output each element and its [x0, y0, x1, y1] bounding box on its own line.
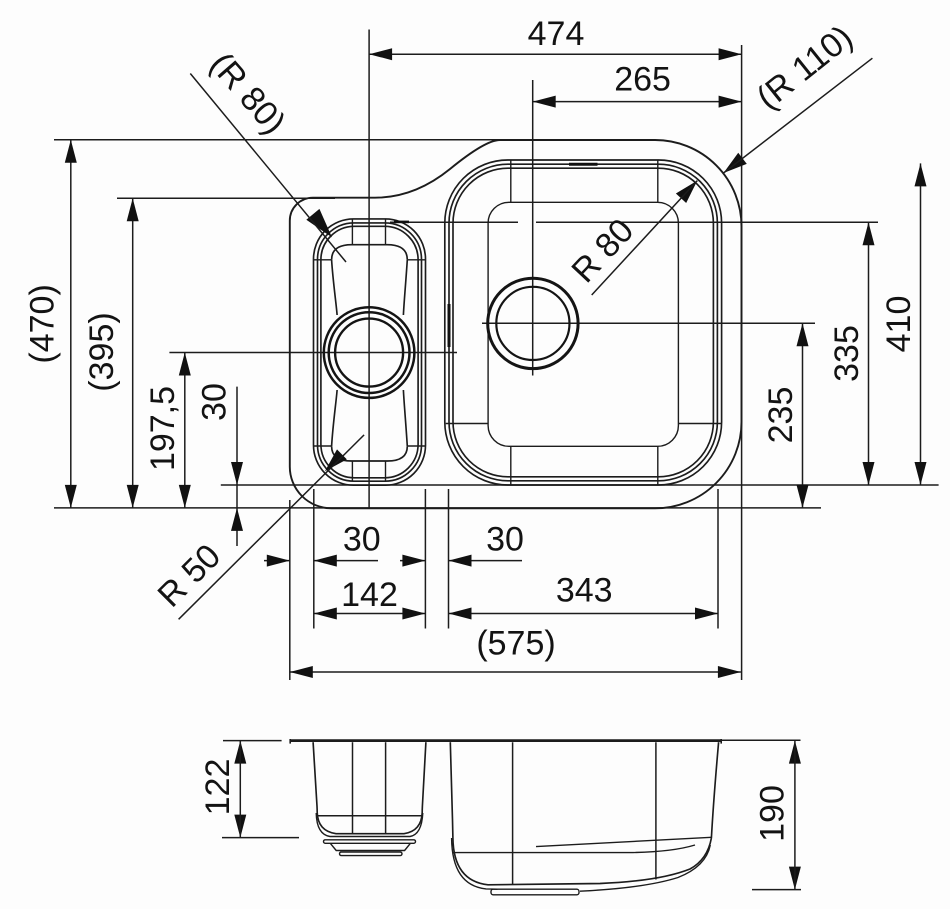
svg-text:410: 410: [880, 296, 918, 353]
svg-text:30: 30: [486, 521, 524, 559]
svg-text:30: 30: [196, 383, 234, 421]
svg-text:(395): (395): [83, 312, 121, 391]
svg-text:197,5: 197,5: [144, 386, 182, 471]
svg-text:30: 30: [343, 521, 381, 559]
svg-text:265: 265: [614, 61, 671, 99]
svg-text:142: 142: [341, 576, 398, 614]
svg-text:343: 343: [556, 571, 613, 609]
svg-text:190: 190: [753, 785, 791, 842]
svg-text:R 50: R 50: [151, 537, 229, 615]
svg-text:474: 474: [528, 15, 585, 53]
svg-text:R 80: R 80: [564, 212, 641, 290]
svg-text:(R 110): (R 110): [750, 18, 860, 117]
svg-text:235: 235: [762, 387, 800, 444]
svg-text:(R 80): (R 80): [202, 45, 293, 141]
svg-text:335: 335: [828, 325, 866, 382]
svg-text:(470): (470): [24, 284, 62, 363]
svg-text:(575): (575): [476, 624, 555, 662]
svg-text:122: 122: [199, 759, 237, 816]
